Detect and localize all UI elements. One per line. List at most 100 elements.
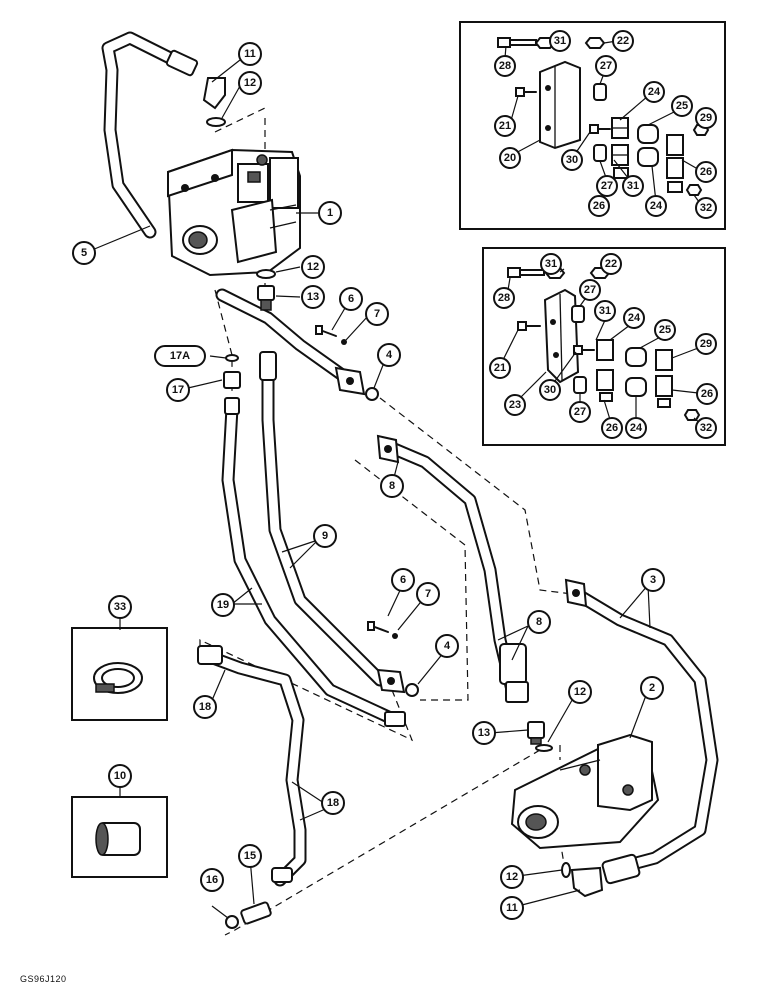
hose-18 [197,645,307,887]
svg-text:6: 6 [348,293,354,305]
svg-text:3: 3 [650,574,656,586]
svg-text:13: 13 [478,727,490,739]
inset1-callout-31b: 31 [622,175,644,197]
clamp-set-26b-drawing [666,134,684,193]
svg-text:24: 24 [630,422,643,434]
callout-9: 9 [313,524,337,548]
callout-4-top: 4 [377,343,401,367]
svg-text:12: 12 [307,261,319,273]
svg-text:26: 26 [700,166,712,178]
flange-fitting-top [334,366,366,396]
bolt-6-top [315,325,337,337]
svg-text:30: 30 [566,154,578,166]
o-ring-4-top [365,387,379,401]
clamp-set-26c-drawing [596,339,614,402]
inset1-callout-28: 28 [494,55,516,77]
hydraulic-pump-1 [166,148,301,277]
svg-text:10: 10 [114,770,126,782]
hose-5 [101,31,199,239]
inset-box-2 [482,247,726,446]
spacer-27d-drawing [573,376,587,394]
flange-fitting-9 [376,668,406,694]
svg-text:18: 18 [199,701,211,713]
nut-22-drawing [584,37,606,49]
bolt-30-drawing [589,124,611,134]
svg-text:29: 29 [700,112,712,124]
svg-text:17: 17 [172,384,184,396]
o-ring-12-mid [256,269,276,279]
inset2-callout-27b: 27 [569,401,591,423]
callout-11-top: 11 [238,42,262,66]
svg-text:11: 11 [244,48,256,60]
inset2-callout-21: 21 [489,357,511,379]
svg-text:22: 22 [605,258,617,270]
svg-text:7: 7 [425,588,431,600]
inset2-callout-27a: 27 [579,279,601,301]
svg-text:31: 31 [554,35,566,47]
callout-7-top: 7 [365,302,389,326]
inset2-callout-31b: 31 [594,300,616,322]
inset1-callout-20: 20 [499,147,521,169]
inset2-callout-30: 30 [539,379,561,401]
nut-32b-drawing [683,409,701,421]
washer-7-bottom [392,633,398,639]
elbow-fitting-11-top [202,77,226,110]
callout-15: 15 [238,844,262,868]
inset2-callout-24a: 24 [623,307,645,329]
flange-fitting-8 [376,434,400,464]
svg-text:28: 28 [499,60,511,72]
elbow-fitting-11-bottom [570,866,604,898]
callout-13-bottom: 13 [472,721,496,745]
callout-11-bottom: 11 [500,896,524,920]
inset2-callout-29: 29 [695,333,717,355]
nut-32-drawing [685,184,703,196]
callout-17: 17 [166,378,190,402]
svg-text:13: 13 [307,291,319,303]
svg-text:32: 32 [700,422,712,434]
clamp-set-26d-drawing [655,349,673,408]
inset1-callout-24a: 24 [643,81,665,103]
svg-text:27: 27 [600,60,612,72]
svg-text:28: 28 [498,292,510,304]
svg-text:12: 12 [574,686,586,698]
inset2-callout-31a: 31 [540,253,562,275]
svg-text:26: 26 [606,422,618,434]
callout-18-bottom: 18 [321,791,345,815]
inset-box-10 [71,796,168,878]
svg-text:33: 33 [114,601,126,613]
svg-text:15: 15 [244,850,256,862]
inset1-callout-29: 29 [695,107,717,129]
inset1-callout-27a: 27 [595,55,617,77]
fitting-13-top [257,285,275,311]
svg-text:21: 21 [494,362,506,374]
svg-text:4: 4 [444,640,451,652]
svg-text:27: 27 [584,284,596,296]
flange-fitting-3 [564,578,588,608]
svg-text:18: 18 [327,797,339,809]
svg-text:22: 22 [617,35,629,47]
svg-text:31: 31 [627,180,639,192]
svg-text:9: 9 [322,530,328,542]
inset1-callout-21: 21 [494,115,516,137]
svg-text:1: 1 [327,207,333,219]
figure-code: GS96J120 [20,974,67,984]
o-ring-16 [225,915,239,929]
svg-text:25: 25 [676,100,688,112]
sleeve-10-drawing [95,822,141,856]
svg-text:8: 8 [389,480,395,492]
inset1-callout-27b: 27 [596,175,618,197]
inset1-callout-30: 30 [561,149,583,171]
svg-text:7: 7 [374,308,380,320]
svg-text:24: 24 [650,200,663,212]
svg-text:21: 21 [499,120,511,132]
callout-2: 2 [640,676,664,700]
svg-text:6: 6 [400,574,406,586]
swivel-fitting-8 [499,643,529,703]
fitting-9-top [259,351,277,381]
callout-12-motor-top: 12 [568,680,592,704]
hose-8 [376,434,529,703]
callout-12-mid: 12 [301,255,325,279]
bolt-30b-drawing [573,345,595,355]
o-ring-12-motor-top [535,744,553,752]
